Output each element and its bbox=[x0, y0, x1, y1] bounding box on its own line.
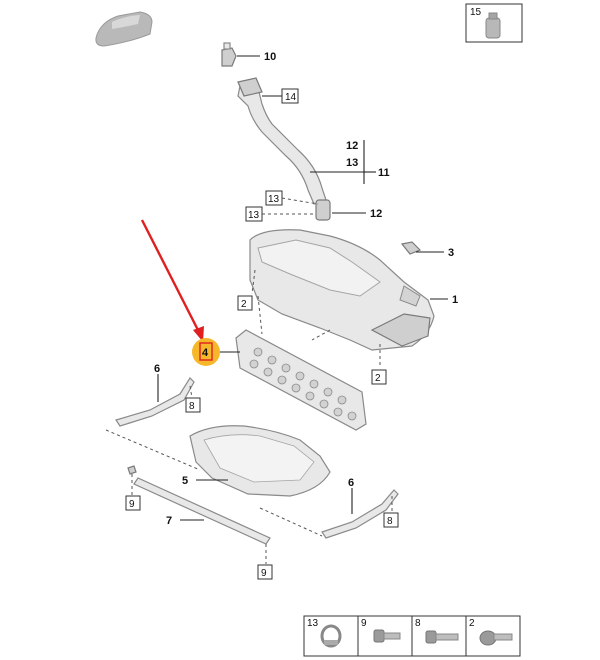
label-1: 1 bbox=[452, 294, 458, 306]
part-1-fuel-tank bbox=[249, 229, 435, 351]
legend-num-3: 8 bbox=[415, 618, 421, 629]
inset-number: 15 bbox=[470, 7, 482, 18]
bottle-icon bbox=[485, 12, 501, 39]
label-4: 4 bbox=[202, 347, 209, 359]
label-12-mid: 12 bbox=[370, 208, 382, 220]
pointer-arrow bbox=[140, 219, 204, 342]
label-8-right: 8 bbox=[387, 516, 393, 527]
label-7: 7 bbox=[166, 515, 172, 527]
label-5: 5 bbox=[182, 475, 188, 487]
part-4-perforated-plate bbox=[235, 329, 367, 431]
part-6-bracket-right bbox=[321, 489, 399, 539]
legend-num-1: 13 bbox=[307, 618, 319, 629]
label-14: 14 bbox=[285, 92, 297, 103]
label-9-bottom: 9 bbox=[261, 568, 267, 579]
label-4-highlight: 4 bbox=[192, 338, 220, 366]
part-10-sensor: 10 bbox=[221, 42, 276, 67]
label-13-box-b: 13 bbox=[248, 210, 260, 221]
label-8-left: 8 bbox=[189, 401, 195, 412]
filler-neck bbox=[237, 77, 331, 221]
label-10: 10 bbox=[264, 51, 276, 63]
label-2-left: 2 bbox=[241, 299, 247, 310]
label-13-top: 13 bbox=[346, 157, 358, 169]
label-12-top: 12 bbox=[346, 140, 358, 152]
part-6-bracket-left bbox=[115, 377, 195, 427]
part-5-underbody-shield bbox=[189, 425, 331, 497]
inset-box-15: 15 bbox=[465, 3, 523, 43]
clamp-icon bbox=[320, 624, 342, 648]
label-3: 3 bbox=[448, 247, 454, 259]
label-9-left: 9 bbox=[129, 499, 135, 510]
label-6-right: 6 bbox=[348, 477, 354, 489]
label-13-box-a: 13 bbox=[268, 194, 280, 205]
fastener-legend: 13 9 8 2 bbox=[303, 615, 521, 657]
flange-bolt-long-icon bbox=[425, 630, 459, 644]
legend-num-4: 2 bbox=[469, 618, 475, 629]
part-7-strip bbox=[133, 477, 271, 545]
label-6-left: 6 bbox=[154, 363, 160, 375]
bolt-washer-icon bbox=[479, 630, 513, 646]
vehicle-icon bbox=[95, 11, 153, 47]
label-2-right: 2 bbox=[375, 373, 381, 384]
flange-bolt-icon bbox=[373, 629, 401, 643]
legend-num-2: 9 bbox=[361, 618, 367, 629]
part-3-clip bbox=[400, 241, 422, 255]
label-11: 11 bbox=[378, 167, 390, 179]
